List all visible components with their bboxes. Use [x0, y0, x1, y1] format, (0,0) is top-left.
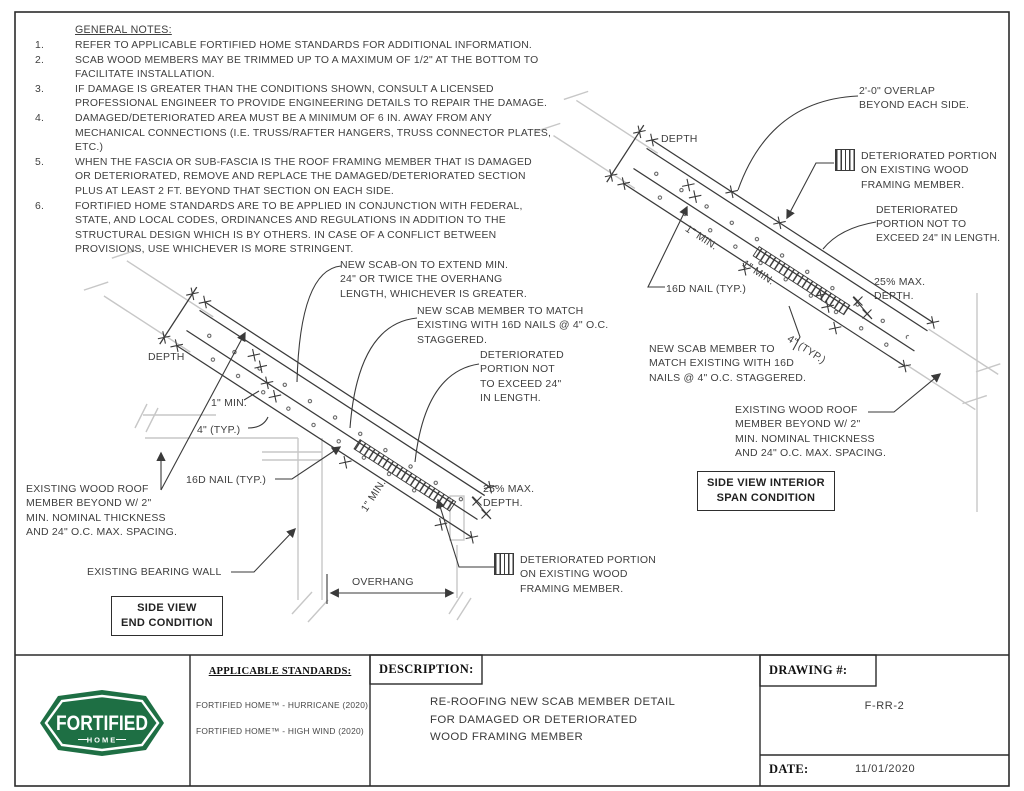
label-new-scab-member: NEW SCAB MEMBER TO MATCH EXISTING WITH 1… — [649, 343, 807, 384]
label-four-inch-typ: 4" (TYP.) — [197, 424, 241, 436]
drawing-number-value: F-RR-2 — [864, 700, 905, 712]
general-notes-heading: GENERAL NOTES: — [75, 24, 172, 36]
note-number: 5. — [35, 156, 45, 168]
label-existing-bearing-wall: EXISTING BEARING WALL — [87, 566, 222, 578]
legend-deteriorated-portion: DETERIORATED PORTION ON EXISTING WOOD FR… — [861, 150, 998, 191]
label-16d-nail: 16D NAIL (TYP.) — [186, 474, 267, 486]
note-text: REFER TO APPLICABLE FORTIFIED HOME STAND… — [75, 40, 533, 51]
label-overlap: 2'-0" OVERLAP BEYOND EACH SIDE. — [859, 85, 970, 112]
note-text: IF DAMAGE IS GREATER THAN THE CONDITIONS… — [75, 83, 548, 110]
description-text: RE-ROOFING NEW SCAB MEMBER DETAIL FOR DA… — [430, 696, 676, 744]
note-text: WHEN THE FASCIA OR SUB-FASCIA IS THE ROO… — [75, 156, 532, 197]
legend-deteriorated-portion: DETERIORATED PORTION ON EXISTING WOOD FR… — [520, 554, 657, 595]
note-number: 2. — [35, 54, 45, 66]
applicable-standards-heading: APPLICABLE STANDARDS: — [208, 666, 352, 677]
label-new-scab-on: NEW SCAB-ON TO EXTEND MIN. 24" OR TWICE … — [340, 259, 528, 300]
label-new-scab-member: NEW SCAB MEMBER TO MATCH EXISTING WITH 1… — [417, 305, 609, 346]
label-depth: DEPTH — [148, 351, 185, 363]
fortified-home-logo: FORTIFIED HOME — [40, 690, 164, 756]
label-existing-wood-roof: EXISTING WOOD ROOF MEMBER BEYOND W/ 2" M… — [735, 404, 887, 459]
general-notes-list: 1. REFER TO APPLICABLE FORTIFIED HOME ST… — [35, 39, 555, 258]
label-existing-wood-roof: EXISTING WOOD ROOF MEMBER BEYOND W/ 2" M… — [26, 483, 178, 538]
logo-wordmark: FORTIFIED — [56, 712, 148, 735]
label-depth: DEPTH — [661, 133, 698, 145]
label-16d-nail: 16D NAIL (TYP.) — [666, 283, 747, 295]
note-text: FORTIFIED HOME STANDARDS ARE TO BE APPLI… — [75, 200, 523, 256]
note-text: SCAB WOOD MEMBERS MAY BE TRIMMED UP TO A… — [75, 54, 539, 81]
view-title-end-condition: SIDE VIEW END CONDITION — [111, 596, 223, 636]
description-label: DESCRIPTION: — [379, 662, 474, 676]
label-25pct-max-depth: 25% MAX. DEPTH. — [874, 276, 926, 303]
note-number: 3. — [35, 83, 45, 95]
note-number: 4. — [35, 112, 45, 124]
label-one-inch-min: 1" MIN. — [211, 397, 248, 409]
note-text: DAMAGED/DETERIORATED AREA MUST BE A MINI… — [75, 112, 552, 154]
date-value: 11/01/2020 — [855, 763, 916, 775]
standard-hurricane: FORTIFIED HOME™ - HURRICANE (2020) — [196, 700, 369, 710]
logo-subtext: HOME — [87, 736, 118, 745]
general-notes: GENERAL NOTES: 1. REFER TO APPLICABLE FO… — [35, 24, 555, 258]
label-overhang: OVERHANG — [352, 576, 414, 588]
deteriorated-hatch-icon — [494, 553, 514, 575]
label-deteriorated-not-exceed: DETERIORATED PORTION NOT TO EXCEED 24" I… — [876, 205, 1001, 245]
label-25pct-max-depth: 25% MAX. DEPTH. — [483, 483, 535, 510]
date-label: DATE: — [769, 762, 809, 776]
label-deteriorated-not-exceed: DETERIORATED PORTION NOT TO EXCEED 24" I… — [480, 349, 564, 404]
standard-high-wind: FORTIFIED HOME™ - HIGH WIND (2020) — [196, 726, 364, 736]
note-number: 6. — [35, 200, 45, 212]
note-number: 1. — [35, 40, 45, 51]
view-title-interior-span: SIDE VIEW INTERIOR SPAN CONDITION — [697, 471, 835, 511]
deteriorated-hatch-icon — [835, 149, 855, 171]
drawing-number-label: DRAWING #: — [769, 663, 848, 677]
